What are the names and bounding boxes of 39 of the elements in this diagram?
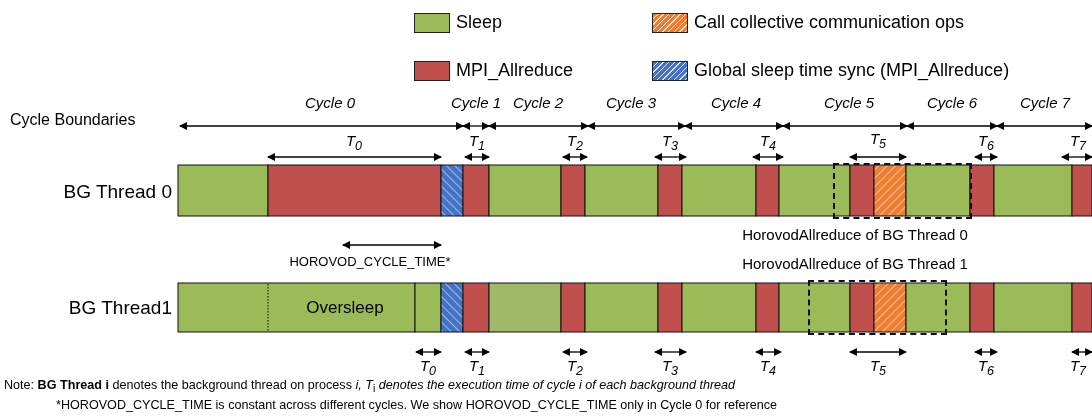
legend-label: MPI_Allreduce bbox=[456, 61, 574, 81]
box-caption: HorovodAllreduce of BG Thread 1 bbox=[742, 255, 968, 273]
time-label: T$_{6}$ bbox=[977, 357, 995, 379]
thread-label: BG Thread 0 bbox=[63, 181, 172, 203]
time-label: T$_{2}$ bbox=[566, 357, 584, 379]
cycle-label: Cycle 4 bbox=[711, 94, 761, 112]
legend-label: Sleep bbox=[456, 13, 503, 33]
dashed-highlight-box bbox=[808, 280, 947, 335]
cycle-time-label: HOROVOD_CYCLE_TIME* bbox=[289, 254, 451, 270]
cycle-label: Cycle 0 bbox=[305, 94, 355, 112]
time-label: T$_{4}$ bbox=[759, 357, 777, 379]
time-label: T$_{7}$ bbox=[1069, 132, 1087, 154]
time-label: T$_{2}$ bbox=[566, 132, 584, 154]
time-label: T$_{0}$ bbox=[419, 357, 437, 379]
segment-label: Oversleep bbox=[306, 298, 384, 318]
time-label: T$_{5}$ bbox=[869, 357, 887, 379]
cycle-label: Cycle 3 bbox=[606, 94, 656, 112]
cycle-label: Cycle 2 bbox=[513, 94, 563, 112]
cycle-label: Cycle 5 bbox=[824, 94, 874, 112]
time-label: T$_{5}$ bbox=[869, 130, 887, 152]
time-label: T$_{7}$ bbox=[1069, 357, 1087, 379]
cycle-label: Cycle 6 bbox=[927, 94, 977, 112]
cycle-label: Cycle 1 bbox=[451, 94, 501, 112]
row-label: Cycle Boundaries bbox=[10, 111, 136, 129]
time-label: T$_{1}$ bbox=[468, 357, 486, 379]
time-label: T$_{3}$ bbox=[661, 357, 679, 379]
time-label: T$_{0}$ bbox=[345, 132, 363, 154]
note-text: Note: BG Thread i denotes the background thread on process i, T$_{i}$ denotes the execution time of cycle i of each background thread bbox=[4, 378, 736, 396]
time-label: T$_{3}$ bbox=[661, 132, 679, 154]
legend-label: Call collective communication ops bbox=[694, 13, 965, 33]
cycle-label: Cycle 7 bbox=[1020, 94, 1070, 112]
time-label: T$_{4}$ bbox=[759, 132, 777, 154]
time-label: T$_{1}$ bbox=[468, 132, 486, 154]
box-caption: HorovodAllreduce of BG Thread 0 bbox=[742, 226, 968, 244]
time-label: T$_{6}$ bbox=[977, 132, 995, 154]
thread-label: BG Thread1 bbox=[68, 297, 172, 319]
note-text: *HOROVOD_CYCLE_TIME is constant across different cycles. We show HOROVOD_CYCLE_TIME only in Cycle 0 for reference bbox=[56, 399, 778, 413]
dashed-highlight-box bbox=[833, 163, 972, 219]
legend-label: Global sleep time sync (MPI_Allreduce) bbox=[694, 61, 1010, 81]
